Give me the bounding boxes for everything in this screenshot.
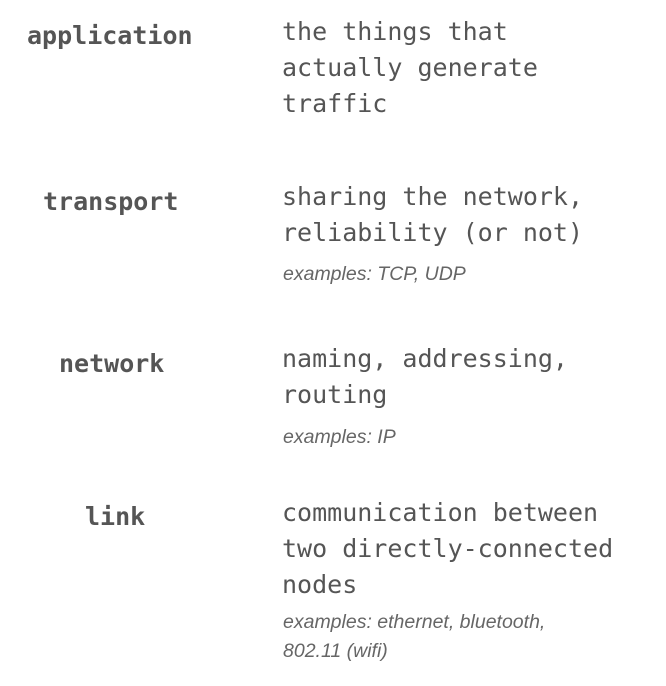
layer-examples-transport: examples: TCP, UDP [283, 263, 466, 285]
layer-name-link: link [85, 502, 146, 531]
layer-name-application: application [27, 21, 193, 50]
layer-description-link: communication between two directly-conne… [282, 498, 614, 599]
layer-examples-link: examples: ethernet, bluetooth, 802.11 (w… [283, 611, 546, 662]
layer-description-transport: sharing the network, reliability (or not… [282, 182, 584, 247]
layer-description-application: the things that actually generate traffi… [282, 17, 538, 118]
layer-examples-network: examples: IP [283, 426, 396, 448]
layer-name-network: network [59, 349, 165, 378]
layer-name-transport: transport [43, 187, 179, 216]
layer-description-network: naming, addressing, routing [282, 344, 568, 409]
